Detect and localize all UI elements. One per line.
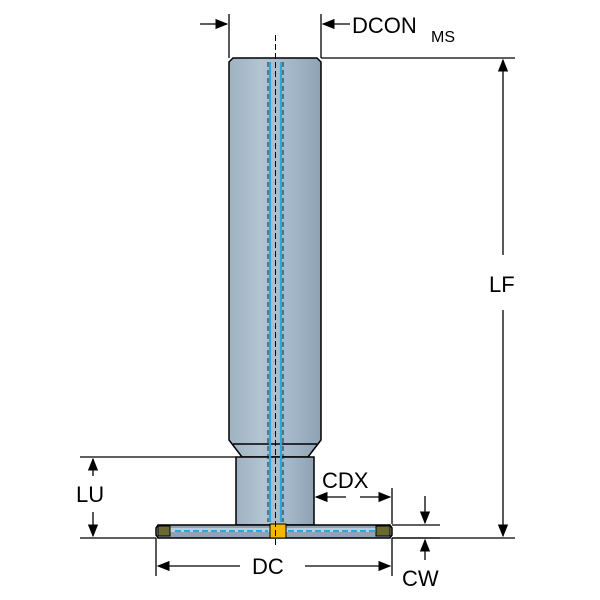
insert-tip-right bbox=[375, 525, 391, 537]
insert-tip-left bbox=[157, 525, 171, 537]
shank bbox=[228, 57, 322, 458]
dcon-label: DCON bbox=[352, 13, 417, 38]
cdx-dimension: CDX bbox=[314, 468, 393, 524]
insert-tip-center bbox=[269, 523, 287, 539]
tool-body bbox=[155, 57, 393, 539]
cw-label: CW bbox=[402, 566, 439, 591]
lu-dimension: LU bbox=[76, 456, 236, 539]
cdx-label: CDX bbox=[322, 468, 369, 493]
dcon-dimension: DCON MS bbox=[200, 13, 455, 58]
lf-label: LF bbox=[489, 272, 515, 297]
dcon-subscript: MS bbox=[431, 29, 455, 46]
dc-label: DC bbox=[252, 554, 284, 579]
dc-dimension: DC bbox=[155, 538, 393, 579]
lf-dimension: LF bbox=[321, 57, 515, 539]
cw-dimension: CW bbox=[392, 496, 440, 591]
coolant-channels bbox=[175, 35, 375, 548]
lu-label: LU bbox=[76, 482, 104, 507]
